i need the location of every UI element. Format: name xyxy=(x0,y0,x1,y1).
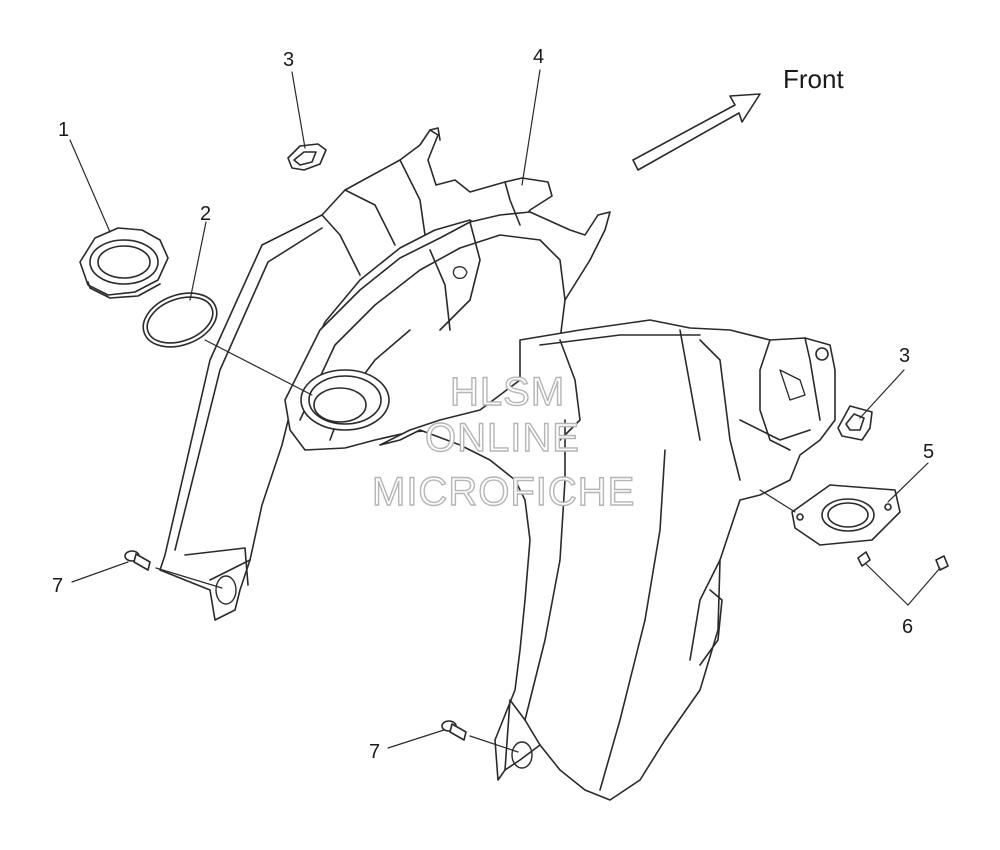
part-6-screws xyxy=(857,551,949,571)
part-2-o-ring xyxy=(142,292,218,348)
callout-7-upper: 7 xyxy=(52,575,64,597)
callout-2: 2 xyxy=(200,203,212,225)
front-direction-arrow xyxy=(632,93,761,171)
callout-1: 1 xyxy=(58,119,70,141)
part-5-access-cover xyxy=(791,484,901,546)
watermark-line-1: HLSM xyxy=(449,370,566,414)
left-fender-panel xyxy=(159,127,553,621)
right-fender-panel xyxy=(379,319,836,801)
callout-3-top: 3 xyxy=(283,49,295,71)
part-1-flange-ring xyxy=(79,227,169,299)
callout-4: 4 xyxy=(533,46,545,68)
part-7-rivet-upper xyxy=(124,550,151,571)
callout-6: 6 xyxy=(902,616,914,638)
part-7-rivet-lower xyxy=(441,720,467,741)
watermark-line-2: ONLINE xyxy=(424,416,580,460)
callout-5: 5 xyxy=(923,441,935,463)
watermark-line-3: MICROFICHE xyxy=(371,470,636,514)
leader-lines xyxy=(69,69,941,753)
front-direction-label: Front xyxy=(783,64,844,94)
callout-7-lower: 7 xyxy=(369,741,381,763)
callout-3-right: 3 xyxy=(899,345,911,367)
part-3-clip-top xyxy=(287,143,327,171)
